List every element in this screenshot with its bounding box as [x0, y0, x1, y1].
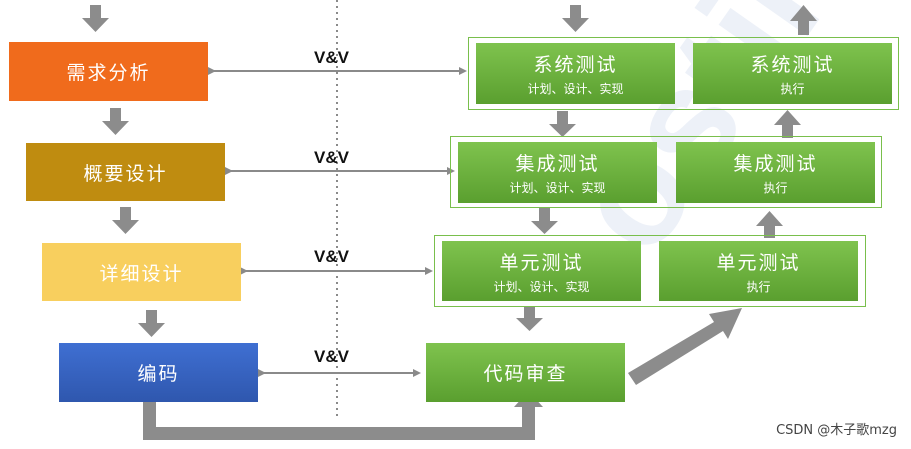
- integration-test-frame: [450, 136, 882, 208]
- requirements-analysis-label: 需求分析: [66, 62, 151, 84]
- arrow-in-top-left: [82, 5, 109, 32]
- vv-label-1: V&V: [314, 48, 349, 67]
- system-test-exec-box: 系统测试 执行: [693, 43, 892, 104]
- code-review-label: 代码审查: [483, 363, 568, 385]
- arrow-in-top-right: [562, 5, 589, 32]
- arrow-detail-to-code: [138, 310, 165, 337]
- unit-test-plan-title: 单元测试: [499, 251, 584, 274]
- system-test-plan-subtitle: 计划、设计、实现: [527, 82, 624, 96]
- system-test-exec-subtitle: 执行: [780, 82, 805, 96]
- vv-label-4: V&V: [314, 347, 349, 366]
- credit-text: CSDN @木子歌mzg: [776, 423, 897, 438]
- arrow-unit-to-integration-exec: [756, 211, 783, 238]
- outline-design-label: 概要设计: [83, 162, 168, 185]
- detailed-design-box: 详细设计: [42, 243, 241, 301]
- arrow-code-to-review: [143, 391, 543, 440]
- left-flow-arrows: [82, 5, 543, 440]
- integration-test-exec-title: 集成测试: [733, 153, 818, 175]
- requirements-analysis-box: 需求分析: [9, 42, 208, 101]
- arrow-out-top-right: [790, 5, 817, 35]
- integration-test-plan-subtitle: 计划、设计、实现: [509, 181, 606, 195]
- right-flow-arrows: [516, 5, 817, 385]
- coding-box: 编码: [59, 343, 258, 402]
- unit-test-exec-title: 单元测试: [716, 251, 801, 274]
- integration-test-exec-box: 集成测试 执行: [676, 142, 875, 203]
- unit-test-exec-subtitle: 执行: [746, 279, 771, 294]
- integration-test-plan-title: 集成测试: [515, 153, 600, 175]
- unit-test-frame: [434, 235, 866, 307]
- outline-design-box: 概要设计: [26, 143, 225, 201]
- system-test-plan-title: 系统测试: [533, 54, 618, 76]
- integration-test-plan-box: 集成测试 计划、设计、实现: [458, 142, 657, 203]
- coding-label: 编码: [137, 363, 180, 385]
- vv-label-3: V&V: [314, 247, 349, 266]
- arrow-req-to-outline: [102, 108, 129, 135]
- unit-test-plan-box: 单元测试 计划、设计、实现: [442, 241, 641, 301]
- arrow-outline-to-detail: [112, 207, 139, 234]
- arrow-integration-to-unit: [531, 208, 558, 234]
- system-test-exec-title: 系统测试: [750, 54, 835, 76]
- arrow-system-to-integration: [549, 111, 576, 137]
- arrow-review-to-unit-exec: [628, 308, 742, 385]
- unit-test-plan-subtitle: 计划、设计、实现: [493, 279, 590, 294]
- system-test-frame: [468, 37, 899, 110]
- integration-test-exec-subtitle: 执行: [763, 181, 788, 195]
- code-review-box: 代码审查: [426, 343, 625, 402]
- vv-label-2: V&V: [314, 148, 349, 167]
- arrow-unit-to-review: [516, 306, 543, 331]
- detailed-design-label: 详细设计: [99, 262, 184, 285]
- arrow-integration-to-system-exec: [774, 110, 801, 138]
- system-test-plan-box: 系统测试 计划、设计、实现: [476, 43, 675, 104]
- unit-test-exec-box: 单元测试 执行: [659, 241, 858, 301]
